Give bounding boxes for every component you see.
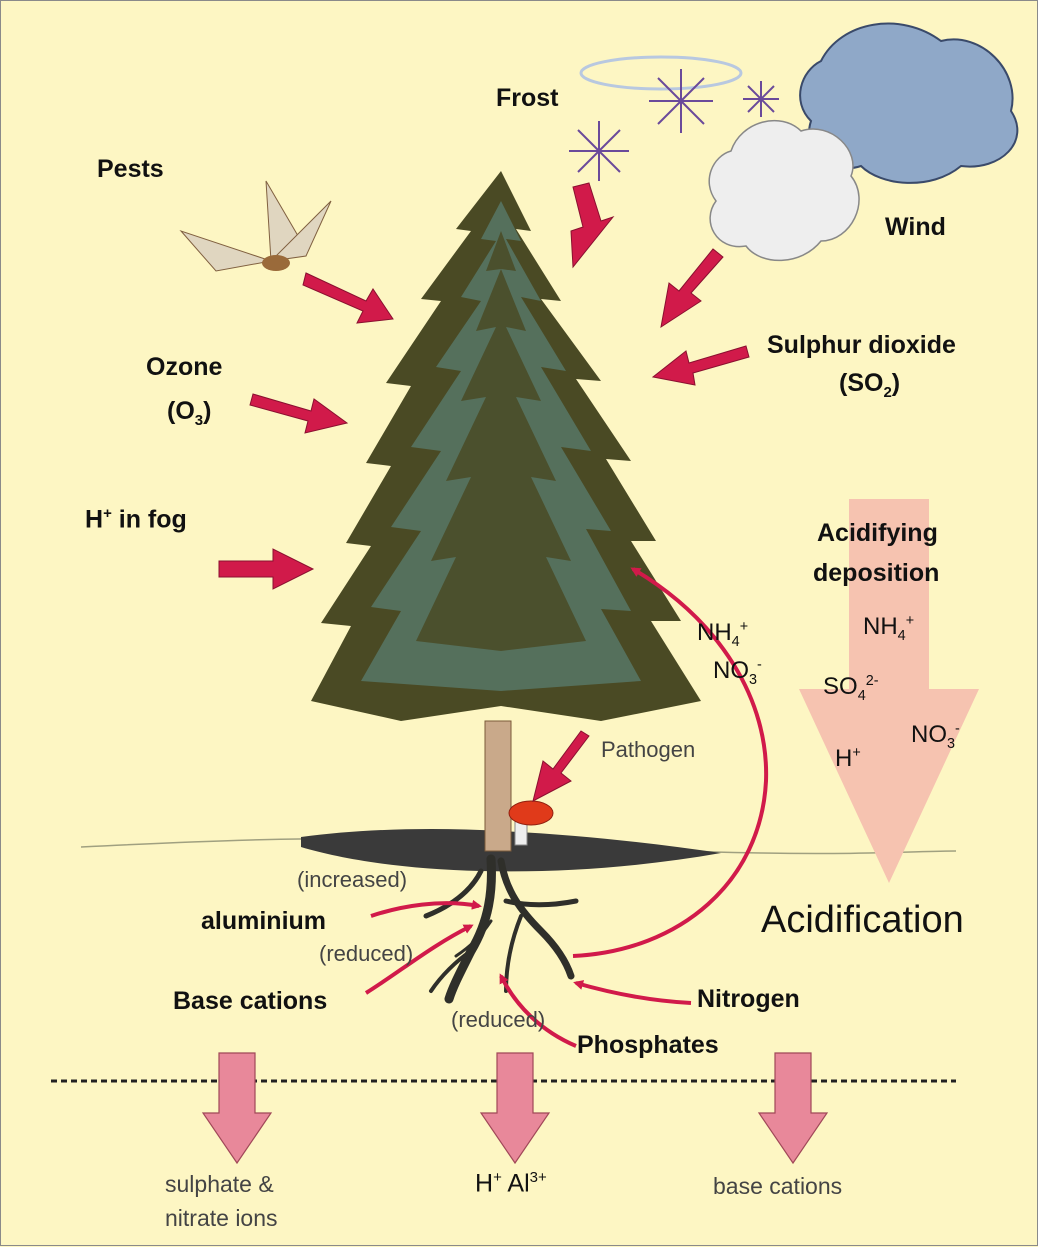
label-h-right: H+	[835, 745, 861, 773]
label-phosphates: Phosphates	[577, 1031, 719, 1060]
label-pests: Pests	[97, 155, 164, 184]
ozone-arrow	[250, 394, 347, 433]
label-so4: SO42-	[823, 673, 879, 704]
label-base-cations: Base cations	[173, 987, 327, 1016]
label-base-cations-bottom: base cations	[713, 1173, 842, 1200]
leach-arrow-right	[759, 1053, 827, 1163]
leaching-arrows	[203, 1053, 827, 1163]
tree-canopy	[311, 171, 701, 721]
wind-arrow	[661, 249, 723, 327]
label-deposition: deposition	[813, 559, 939, 588]
label-nitrogen: Nitrogen	[697, 985, 800, 1014]
label-no3-right: NO3-	[911, 721, 960, 752]
frost-arrow	[571, 183, 613, 267]
label-aluminium: aluminium	[201, 907, 326, 936]
label-h-al: H+ Al3+	[475, 1169, 547, 1198]
label-nh4-left: NH4+	[697, 619, 748, 650]
tree-trunk	[485, 721, 511, 851]
fog-arrow	[219, 549, 313, 589]
label-o3: (O3)	[167, 397, 211, 429]
leach-arrow-left	[203, 1053, 271, 1163]
label-frost: Frost	[496, 84, 559, 113]
label-no3-left: NO3-	[713, 657, 762, 688]
label-ozone: Ozone	[146, 353, 222, 382]
label-acidification: Acidification	[761, 899, 964, 942]
wind-cloud	[709, 24, 1017, 261]
label-acidifying: Acidifying	[817, 519, 938, 548]
label-reduced-1: (reduced)	[319, 941, 413, 967]
label-h-in-fog: H+ in fog	[85, 505, 187, 534]
moth-pest	[181, 181, 331, 271]
pests-arrow	[303, 273, 393, 323]
label-increased: (increased)	[297, 867, 407, 893]
label-sulphur-dioxide: Sulphur dioxide	[767, 331, 956, 360]
label-sulphate-line2: nitrate ions	[165, 1205, 278, 1232]
leach-arrow-middle	[481, 1053, 549, 1163]
nitrogen-arrow	[576, 983, 691, 1003]
label-wind: Wind	[885, 213, 946, 242]
label-reduced-2: (reduced)	[451, 1007, 545, 1033]
label-so2: (SO2)	[839, 369, 900, 401]
pathogen-arrow	[533, 731, 589, 801]
label-pathogen: Pathogen	[601, 737, 695, 763]
label-nh4-right: NH4+	[863, 613, 914, 644]
so2-arrow	[653, 346, 749, 385]
label-sulphate-line1: sulphate &	[165, 1171, 274, 1198]
